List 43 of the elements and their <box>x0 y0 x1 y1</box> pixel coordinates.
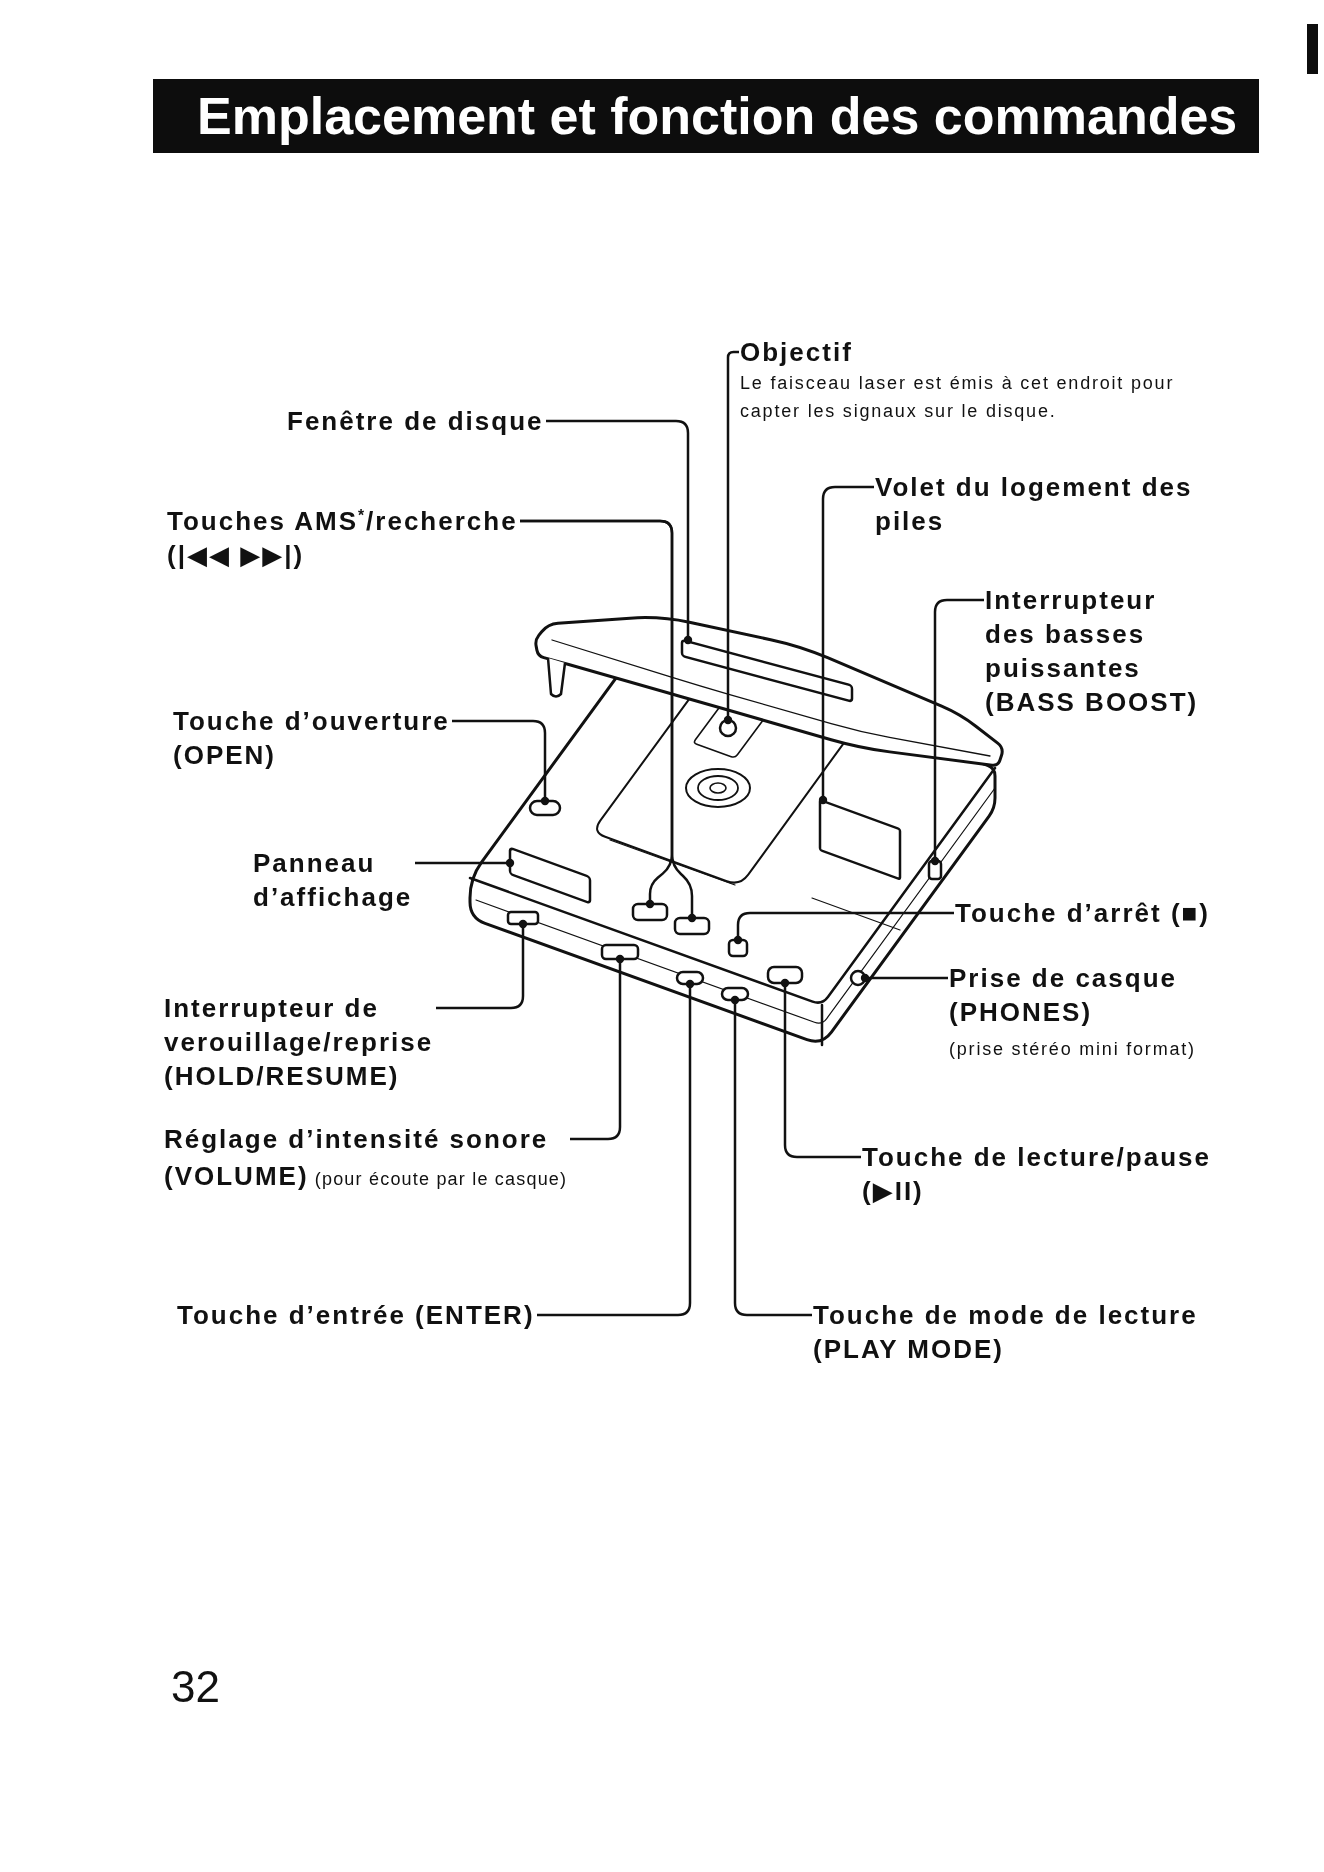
volume-dial <box>600 943 640 961</box>
callout-label: Réglage d’intensité sonore (VOLUME) (pour écoute par le casque) <box>164 1122 569 1196</box>
enter-button <box>675 970 705 986</box>
callout-label: Touche de lecture/pause (▶II) <box>862 1140 1212 1208</box>
callout-label: Interrupteur de verouillage/reprise (HOLD/RESUME) <box>164 991 435 1093</box>
callout-label: Panneau d’affichage <box>253 846 414 914</box>
leader-line <box>730 995 812 1317</box>
callout-label: Interrupteur des basses puissantes (BASS BOOST) <box>985 583 1200 719</box>
callout-label: Objectif <box>740 336 854 369</box>
leader-line <box>436 919 528 1010</box>
page-title: Emplacement et fonction des commandes <box>153 79 1260 153</box>
page-number: 32 <box>171 1662 220 1712</box>
play-pause-button <box>766 965 804 985</box>
lens <box>718 718 738 738</box>
leader-line <box>818 485 874 805</box>
skip-back-button <box>631 902 669 922</box>
callout-label: Volet du logement des piles <box>875 470 1194 538</box>
callout-label: Touche de mode de lecture (PLAY MODE) <box>813 1298 1199 1366</box>
leader-line <box>570 954 625 1141</box>
leader-line <box>520 519 697 923</box>
leader-line <box>452 719 550 806</box>
callout-label: Touches AMS$^{*}$/recherche (|◀◀ ▶▶|) <box>167 504 519 572</box>
headphone-jack <box>849 969 867 987</box>
leader-line <box>537 979 695 1317</box>
callout-label: Prise de casque (PHONES) <box>949 962 1178 1029</box>
bass-boost-switch <box>927 859 943 881</box>
leader-line <box>546 419 693 645</box>
leader-line <box>780 978 861 1159</box>
description-text: Le faisceau laser est émis à cet endroit pour capter les signaux sur le disque. <box>740 372 1176 423</box>
hold-switch <box>506 910 540 926</box>
open-button <box>528 799 562 817</box>
play-mode-button <box>720 986 750 1002</box>
leader-line <box>733 911 954 945</box>
leader-line <box>860 973 948 983</box>
callout-label: Touche d’entrée (ENTER) <box>177 1298 536 1332</box>
skip-forward-button <box>673 916 711 936</box>
callout-label: Fenêtre de disque <box>287 404 545 438</box>
callout-label: Touche d’ouverture (OPEN) <box>173 704 451 772</box>
stop-button <box>727 938 749 958</box>
callout-label: Touche d’arrêt (■) <box>955 896 1211 930</box>
leader-line <box>930 598 984 866</box>
leader-line <box>415 858 515 868</box>
note-text: (prise stéréo mini format) <box>949 1038 1197 1061</box>
